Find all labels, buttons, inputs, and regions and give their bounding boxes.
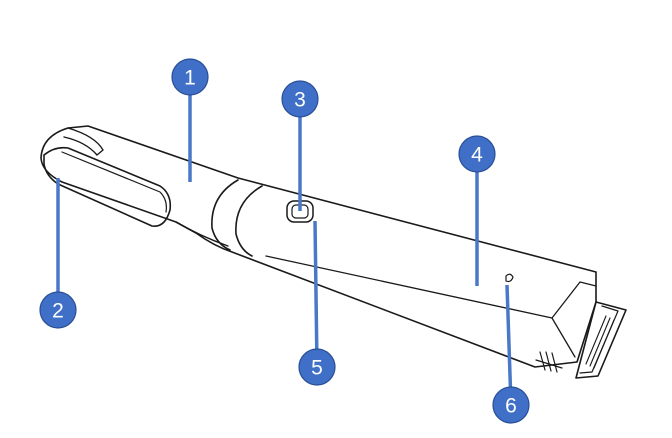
connector-ridges	[585, 315, 615, 369]
callout-3: 3	[281, 80, 319, 118]
callout-3-circle	[281, 80, 319, 118]
connector-contacts	[535, 351, 563, 373]
callout-1-label: 1	[184, 67, 196, 90]
callout-5-circle	[298, 348, 336, 386]
callout-1: 1	[171, 58, 209, 96]
side-panel	[551, 281, 597, 358]
device-illustration	[40, 125, 627, 379]
callout-6-circle	[492, 386, 530, 424]
callout-2: 2	[39, 291, 77, 329]
grip-recess	[43, 146, 172, 227]
callout-3-label: 3	[294, 89, 306, 112]
nose-cap-top	[63, 127, 104, 156]
callout-2-circle	[39, 291, 77, 329]
grip-recess-inner	[61, 151, 167, 213]
callout-5-label: 5	[311, 357, 323, 380]
callout-6: 6	[492, 386, 530, 424]
leader-line-5	[313, 220, 319, 368]
callout-4-label: 4	[471, 144, 483, 167]
end-connector	[575, 301, 627, 379]
collar-ring-right	[235, 185, 263, 257]
callout-6-label: 6	[505, 395, 517, 418]
callout-2-label: 2	[52, 300, 64, 323]
callout-4-circle	[458, 135, 496, 173]
body-seam-line	[265, 255, 553, 319]
leader-line-6	[505, 284, 513, 406]
callout-1-circle	[171, 58, 209, 96]
callout-4: 4	[458, 135, 496, 173]
device-body	[40, 125, 597, 368]
status-indicator	[505, 273, 514, 283]
callout-markers: 1 2 3 4 5 6	[39, 58, 530, 424]
front-section-bottom-edge	[175, 221, 229, 247]
callout-5: 5	[298, 348, 336, 386]
collar-ring-left	[211, 179, 239, 251]
